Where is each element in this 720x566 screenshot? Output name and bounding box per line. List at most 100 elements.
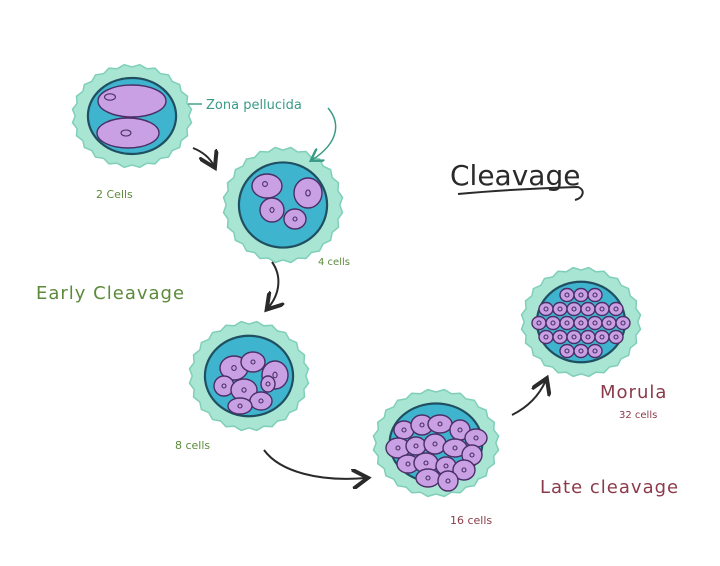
nucleus: [599, 334, 605, 340]
nucleus: [620, 320, 626, 326]
nucleus: [250, 359, 256, 365]
nucleus: [419, 422, 425, 428]
embryo-4-cells: [222, 146, 344, 264]
diagram-title: Cleavage: [450, 159, 580, 192]
blastomere: [240, 351, 266, 373]
nucleus: [461, 467, 467, 473]
blastomere: [594, 301, 610, 317]
nucleus: [550, 320, 556, 326]
blastomere: [559, 343, 575, 359]
blastomere: [587, 343, 603, 359]
nucleus: [265, 381, 271, 387]
nucleus: [269, 207, 275, 213]
nucleus: [592, 292, 598, 298]
arrow-2-to-4: [192, 147, 214, 166]
label-4-cells: 4 cells: [318, 257, 350, 268]
blastomere: [538, 329, 554, 345]
blastomere: [464, 428, 488, 448]
blastomere: [573, 287, 589, 303]
blastomere: [415, 468, 441, 488]
nucleus: [473, 435, 479, 441]
arrow-8-to-16: [263, 449, 366, 479]
blastomere: [96, 117, 160, 149]
label-16-cells: 16 cells: [450, 514, 492, 527]
embryo-16-cells: [372, 388, 500, 498]
blastomere: [587, 287, 603, 303]
nucleus: [536, 320, 542, 326]
blastomere: [552, 301, 568, 317]
blastomere: [608, 301, 624, 317]
blastomere: [580, 301, 596, 317]
nucleus: [578, 320, 584, 326]
blastomere: [293, 177, 323, 209]
blastomere: [601, 315, 617, 331]
nucleus: [578, 292, 584, 298]
nucleus: [592, 320, 598, 326]
blastomere: [259, 197, 285, 223]
blastomere: [545, 315, 561, 331]
blastomere: [283, 208, 307, 230]
nucleus: [613, 306, 619, 312]
nucleus: [585, 334, 591, 340]
nucleus: [305, 189, 311, 197]
embryo-2-cells: [71, 63, 193, 169]
nucleus: [543, 306, 549, 312]
blastomere: [615, 315, 631, 331]
blastomere: [573, 315, 589, 331]
nucleus: [425, 475, 431, 481]
blastomere: [587, 315, 603, 331]
label-8-cells: 8 cells: [175, 439, 210, 452]
label-2-cells: 2 Cells: [96, 188, 133, 201]
label-32-cells: 32 cells: [619, 410, 657, 421]
nucleus: [395, 445, 401, 451]
blastomere: [437, 470, 459, 492]
nucleus: [578, 348, 584, 354]
nucleus: [469, 452, 475, 458]
nucleus: [413, 443, 419, 449]
nucleus: [606, 320, 612, 326]
nucleus: [443, 463, 449, 469]
nucleus: [457, 427, 463, 433]
blastomere: [531, 315, 547, 331]
nucleus: [564, 292, 570, 298]
nucleus: [571, 306, 577, 312]
arrow-4-to-8: [268, 261, 278, 308]
embryo-8-cells: [188, 320, 310, 432]
nucleus: [564, 320, 570, 326]
early-cleavage-label: Early Cleavage: [36, 283, 185, 304]
nucleus: [104, 93, 116, 101]
nucleus: [432, 441, 438, 447]
blastomere: [566, 329, 582, 345]
nucleus: [564, 348, 570, 354]
nucleus: [237, 403, 243, 409]
title-underline: [457, 185, 584, 201]
blastomere: [594, 329, 610, 345]
nucleus: [401, 427, 407, 433]
nucleus: [557, 306, 563, 312]
blastomere: [559, 287, 575, 303]
nucleus: [120, 129, 132, 137]
blastomere: [580, 329, 596, 345]
nucleus: [241, 387, 247, 393]
nucleus: [613, 334, 619, 340]
blastomere: [538, 301, 554, 317]
nucleus: [405, 461, 411, 467]
zona-pellucida-label: Zona pellucida: [206, 98, 302, 113]
nucleus: [262, 181, 268, 187]
blastomere: [227, 397, 253, 415]
blastomere: [452, 459, 476, 481]
nucleus: [423, 460, 429, 466]
blastomere: [608, 329, 624, 345]
blastomere: [405, 436, 427, 456]
nucleus: [292, 216, 298, 222]
blastomere: [573, 343, 589, 359]
nucleus: [231, 365, 237, 371]
nucleus: [592, 348, 598, 354]
blastomere: [423, 433, 447, 455]
nucleus: [585, 306, 591, 312]
nucleus: [445, 478, 451, 484]
nucleus: [221, 383, 227, 389]
nucleus: [452, 445, 458, 451]
blastomere: [559, 315, 575, 331]
